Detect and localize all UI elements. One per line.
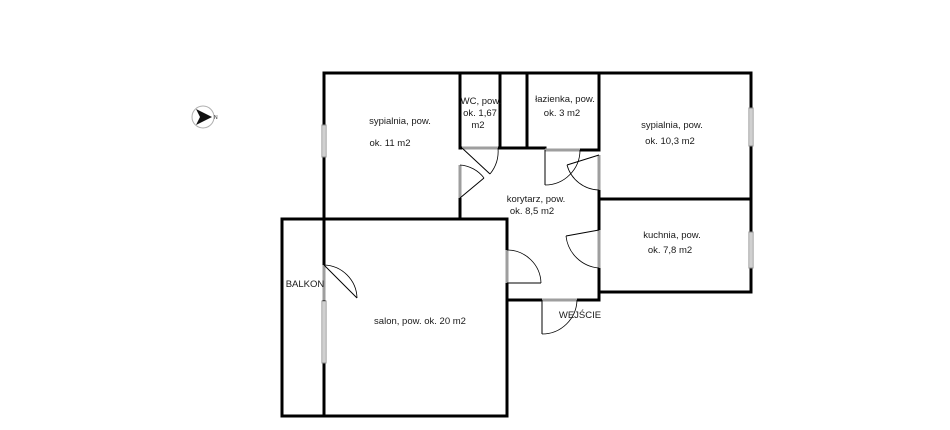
label-balcony: BALKON [286, 279, 325, 290]
label-entrance: WEJŚCIE [559, 309, 601, 321]
door-leaf-bedroom-right [566, 154, 600, 166]
door-arc-bedroom-right [566, 164, 600, 191]
label-wc-1: WC, pow. [461, 96, 502, 107]
doors [323, 147, 600, 335]
label-bedroom-left-1: sypialnia, pow. [369, 116, 431, 127]
room-labels: sypialnia, pow. ok. 11 m2 WC, pow. ok. 1… [286, 94, 703, 327]
door-arc-balcony [323, 264, 358, 299]
label-bathroom-2: ok. 3 m2 [544, 108, 580, 119]
windows [321, 107, 754, 364]
label-kitchen-2: ok. 7,8 m2 [648, 245, 692, 256]
label-kitchen-1: kuchnia, pow. [643, 230, 701, 241]
door-leaf-balcony [323, 264, 358, 299]
label-living-room: salon, pow. ok. 20 m2 [374, 316, 466, 327]
door-arc-entrance [541, 299, 578, 335]
door-arc-bedroom-left [459, 164, 485, 179]
label-hallway-1: korytarz, pow. [507, 194, 566, 205]
door-arc-salon [506, 249, 542, 284]
compass-letter: N [214, 115, 218, 121]
door-leaf-wc [461, 147, 491, 175]
label-bedroom-right-1: sypialnia, pow. [641, 120, 703, 131]
door-arc-wc [489, 147, 499, 175]
north-arrow-icon [196, 109, 212, 125]
compass: N [191, 105, 218, 129]
label-wc-3: m2 [471, 120, 484, 131]
door-openings [322, 146, 601, 302]
door-leaf-bedroom-left [459, 177, 485, 199]
label-wc-2: ok. 1,67 [463, 108, 497, 119]
label-bedroom-right-2: ok. 10,3 m2 [645, 136, 695, 147]
label-bedroom-left-2: ok. 11 m2 [369, 138, 410, 149]
label-hallway-2: ok. 8,5 m2 [510, 206, 554, 217]
door-arc-kitchen [565, 235, 600, 269]
door-arc-bathroom [544, 149, 581, 186]
door-leaf-kitchen [565, 229, 600, 237]
label-bathroom-1: łazienka, pow. [535, 94, 595, 105]
